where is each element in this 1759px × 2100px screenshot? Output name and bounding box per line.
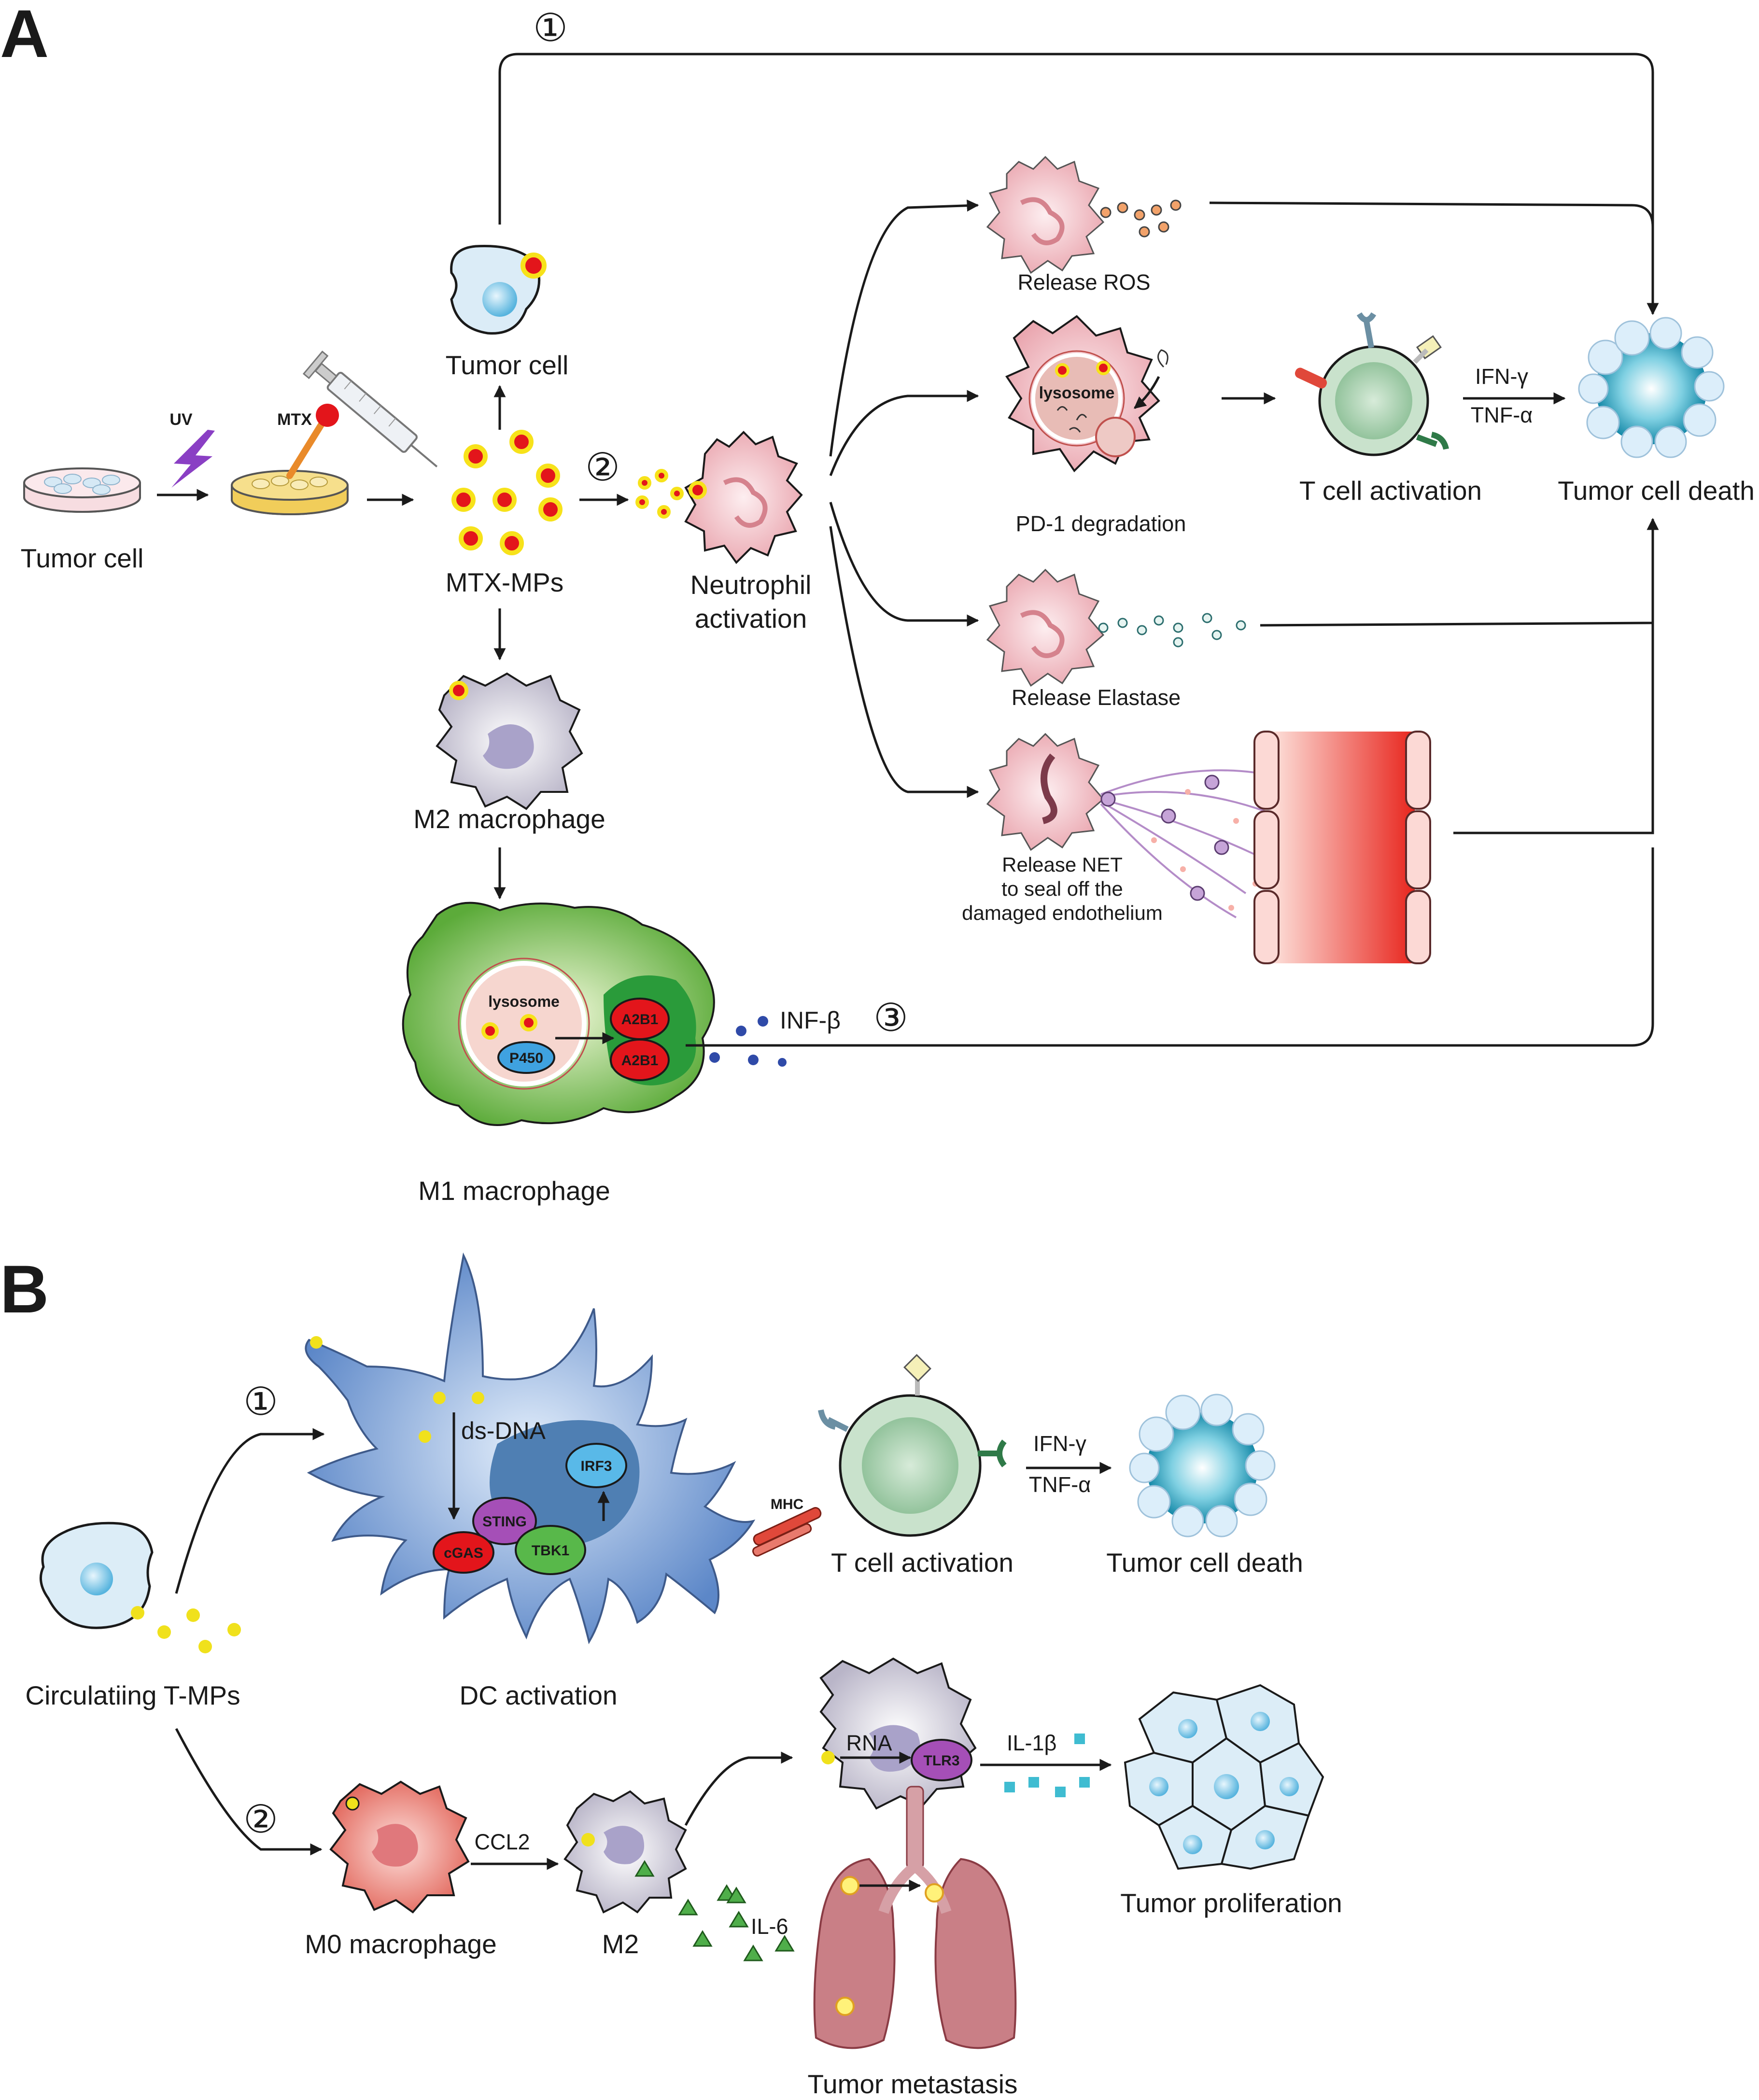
panel-a-letter: A [0, 0, 49, 71]
m2-b [563, 1790, 687, 1914]
circulating-tmps-label: Circulatiing T-MPs [25, 1680, 240, 1710]
tumor-proliferation-label: Tumor proliferation [1120, 1888, 1342, 1918]
il6-label: IL-6 [751, 1914, 788, 1939]
a2b1-top-label: A2B1 [621, 1012, 659, 1028]
m1-macrophage [402, 902, 715, 1126]
lysosome-neutrophil-label: lysosome [1039, 384, 1115, 402]
m1-macrophage-label: M1 macrophage [418, 1176, 610, 1206]
t-cell-a [1295, 312, 1449, 456]
ifn-gamma-a-label: IFN-γ [1475, 364, 1528, 389]
pd1-degradation-label: PD-1 degradation [1016, 511, 1186, 536]
arrow-ros-to-death [1209, 201, 1654, 227]
mtx-mps-particles [451, 430, 563, 555]
mps-small-particles [635, 469, 684, 519]
arrow-m2-to-tlr3 [684, 1751, 793, 1826]
a2b1-bottom-label: A2B1 [621, 1053, 659, 1069]
panel-b-letter: B [0, 1251, 49, 1327]
neutrophil-ros [986, 155, 1182, 274]
release-ros-label: Release ROS [1017, 270, 1150, 295]
arrow-to-ros [829, 199, 979, 457]
tnf-alpha-a-label: TNF-α [1471, 403, 1533, 427]
route2-b-marker: ② [243, 1798, 278, 1841]
inf-beta-label: INF-β [780, 1007, 841, 1034]
cgas-label: cGAS [444, 1545, 483, 1561]
tumor-cell-death-a [1578, 317, 1725, 458]
tumor-proliferation-cluster [1124, 1684, 1324, 1870]
rna-label: RNA [846, 1731, 892, 1755]
arrow-to-elastase [829, 502, 979, 627]
il1b-particles [1004, 1734, 1090, 1797]
route1-arrow [498, 53, 1659, 315]
dc-activation-label: DC activation [459, 1680, 617, 1710]
net-label-line2: to seal off the [1001, 877, 1123, 900]
m0-macrophage [329, 1780, 470, 1914]
m2-b-label: M2 [602, 1929, 639, 1959]
m0-macrophage-label: M0 macrophage [305, 1929, 496, 1959]
tbk1-label: TBK1 [532, 1543, 569, 1559]
neutrophil-net [986, 733, 1266, 918]
petri-dish-mtx [231, 470, 349, 515]
route3-arrow [686, 847, 1654, 1047]
arrow-elastase-to-death [1260, 518, 1659, 627]
neutrophil-pd1 [1005, 315, 1168, 473]
lysosome-m1-label: lysosome [488, 993, 560, 1010]
irf3-label: IRF3 [580, 1458, 612, 1474]
p450-label: P450 [509, 1050, 543, 1066]
uv-label: UV [169, 410, 193, 429]
lungs-icon [813, 1786, 1017, 2049]
mtx-mps-label: MTX-MPs [446, 567, 563, 597]
ifn-gamma-b-label: IFN-γ [1033, 1431, 1086, 1456]
ds-dna-label: ds-DNA [461, 1417, 546, 1444]
tumor-cell-top [450, 244, 547, 335]
mhc-label: MHC [771, 1496, 803, 1512]
blood-vessel [1253, 731, 1431, 964]
tumor-cell-death-b [1129, 1394, 1276, 1537]
syringe-icon [302, 350, 438, 467]
mtx-label: MTX [277, 410, 312, 429]
tlr3-label: TLR3 [924, 1753, 960, 1769]
tlr3-macrophage [819, 1657, 977, 1810]
il1b-label: IL-1β [1007, 1731, 1056, 1755]
net-label-line3: damaged endothelium [962, 902, 1163, 924]
t-cell-activation-a-label: T cell activation [1299, 476, 1482, 506]
tumor-cell-death-a-label: Tumor cell death [1558, 476, 1755, 506]
mhc-receptor [752, 1507, 822, 1557]
route1-b-arrow [175, 1428, 325, 1594]
tumor-cell-label: Tumor cell [446, 350, 569, 380]
net-label-line1: Release NET [1002, 853, 1123, 876]
uv-lightning-icon [171, 430, 215, 488]
route1-b-marker: ① [243, 1380, 278, 1423]
tumor-metastasis-label: Tumor metastasis [807, 2069, 1017, 2099]
route3-marker: ③ [873, 996, 908, 1039]
tnf-alpha-b-label: TNF-α [1029, 1472, 1091, 1497]
dropper-icon [286, 404, 339, 479]
neutrophil-cell [684, 431, 803, 564]
route2-marker: ② [585, 446, 620, 489]
circulating-tmps-cell [39, 1522, 241, 1653]
dendritic-cell [305, 1252, 756, 1645]
t-cell-activation-b-label: T cell activation [831, 1548, 1013, 1578]
m2-macrophage-a-label: M2 macrophage [413, 804, 605, 834]
tumor-cell-dish-label: Tumor cell [21, 543, 144, 573]
neutrophil-label-line1: Neutrophil [690, 570, 812, 600]
il6-particles [634, 1860, 795, 1961]
neutrophil-elastase [986, 568, 1246, 687]
tumor-cell-death-b-label: Tumor cell death [1106, 1548, 1303, 1578]
arrow-to-pd1 [829, 390, 979, 476]
release-elastase-label: Release Elastase [1012, 685, 1181, 710]
ccl2-label: CCL2 [474, 1830, 530, 1854]
arrow-net-to-death [1453, 623, 1654, 834]
m2-macrophage-a [436, 672, 583, 810]
neutrophil-label-line2: activation [695, 604, 807, 634]
inf-beta-particles [709, 1016, 787, 1067]
route1-marker: ① [533, 6, 568, 49]
t-cell-b [818, 1354, 1007, 1537]
arrow-to-net [829, 526, 979, 798]
petri-dish-tumor [23, 467, 141, 513]
route2-b-arrow [175, 1728, 323, 1856]
sting-label: STING [482, 1514, 527, 1530]
